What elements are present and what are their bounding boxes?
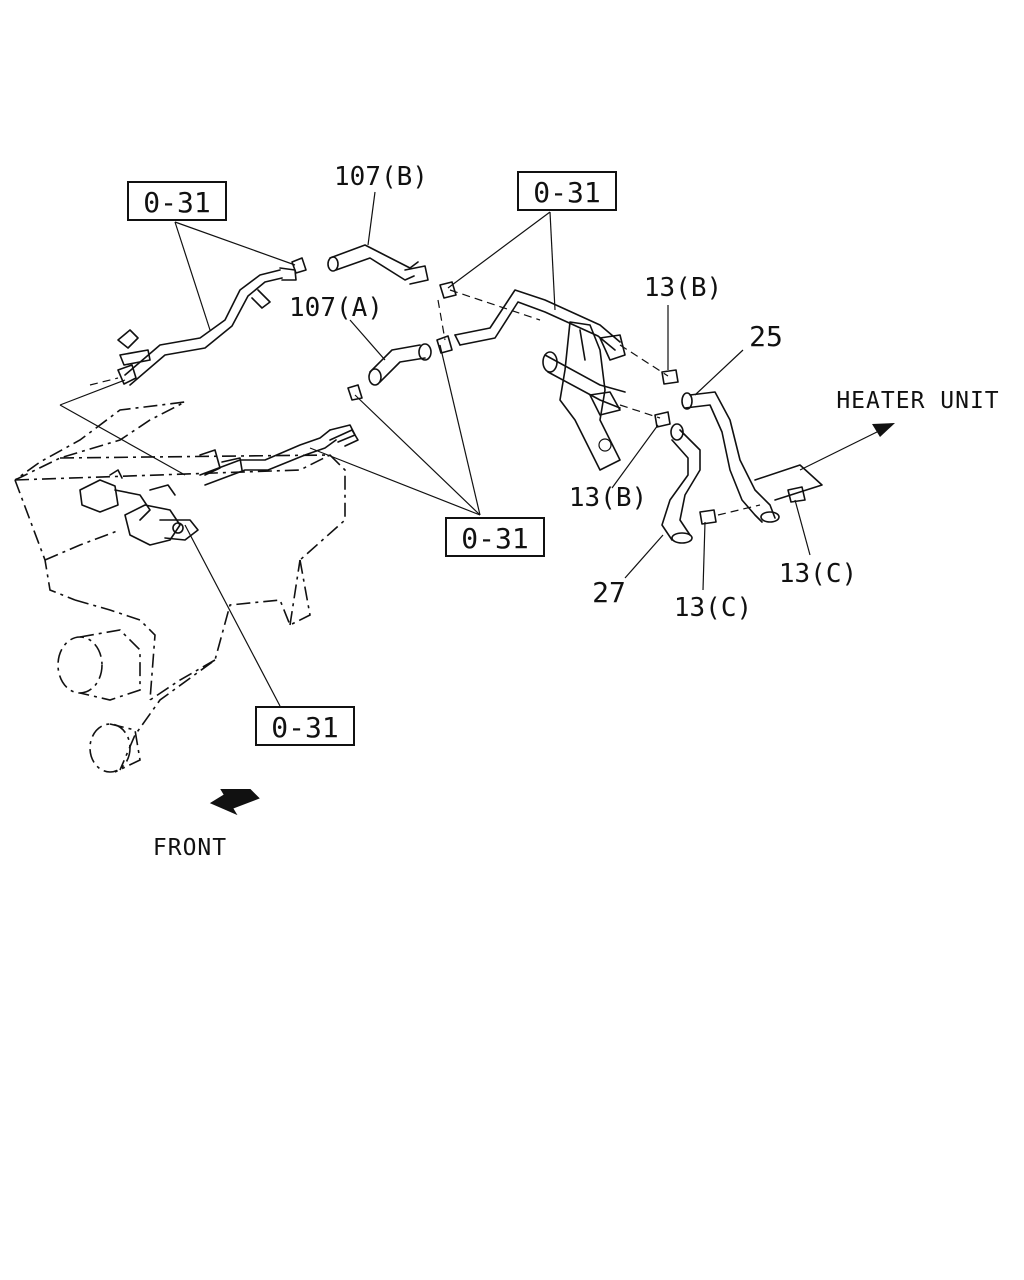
left-lower-pipe: [199, 424, 359, 486]
ref-label-top-left: 0-31: [143, 186, 210, 219]
hose-25: [681, 391, 780, 523]
ref-box-top-center: 0-31: [517, 171, 617, 211]
engine-fittings: [79, 469, 199, 546]
ref-box-bottom: 0-31: [255, 706, 355, 746]
label-13b-lower: 13(B): [569, 483, 647, 513]
center-clamps: [291, 257, 457, 401]
ref-box-middle: 0-31: [445, 517, 545, 557]
center-pipe-assembly: [454, 289, 626, 471]
hose-107a: [368, 343, 432, 386]
ref-label-middle: 0-31: [461, 522, 528, 555]
hose-clips: [654, 369, 806, 525]
label-13c-right: 13(C): [779, 559, 857, 589]
label-13b-upper: 13(B): [644, 273, 722, 303]
front-label: FRONT: [153, 835, 227, 861]
heater-unit-plate: [754, 464, 823, 501]
ref-label-bottom: 0-31: [271, 711, 338, 744]
label-13c-left: 13(C): [674, 593, 752, 623]
heater-unit-label: HEATER UNIT: [836, 388, 999, 414]
label-107a: 107(A): [289, 293, 383, 323]
hose-107b: [327, 244, 429, 285]
connection-dashes: [89, 289, 761, 516]
hose-27: [661, 423, 701, 544]
front-arrow: [209, 789, 260, 816]
ref-label-top-center: 0-31: [533, 176, 600, 209]
leader-lines: [59, 191, 811, 707]
label-107b: 107(B): [334, 162, 428, 192]
label-25: 25: [749, 320, 783, 353]
left-upper-pipe: [117, 267, 297, 386]
label-27: 27: [592, 576, 626, 609]
engine-block: [14, 401, 346, 773]
heater-unit-arrow: [799, 423, 895, 471]
ref-box-top-left: 0-31: [127, 181, 227, 221]
